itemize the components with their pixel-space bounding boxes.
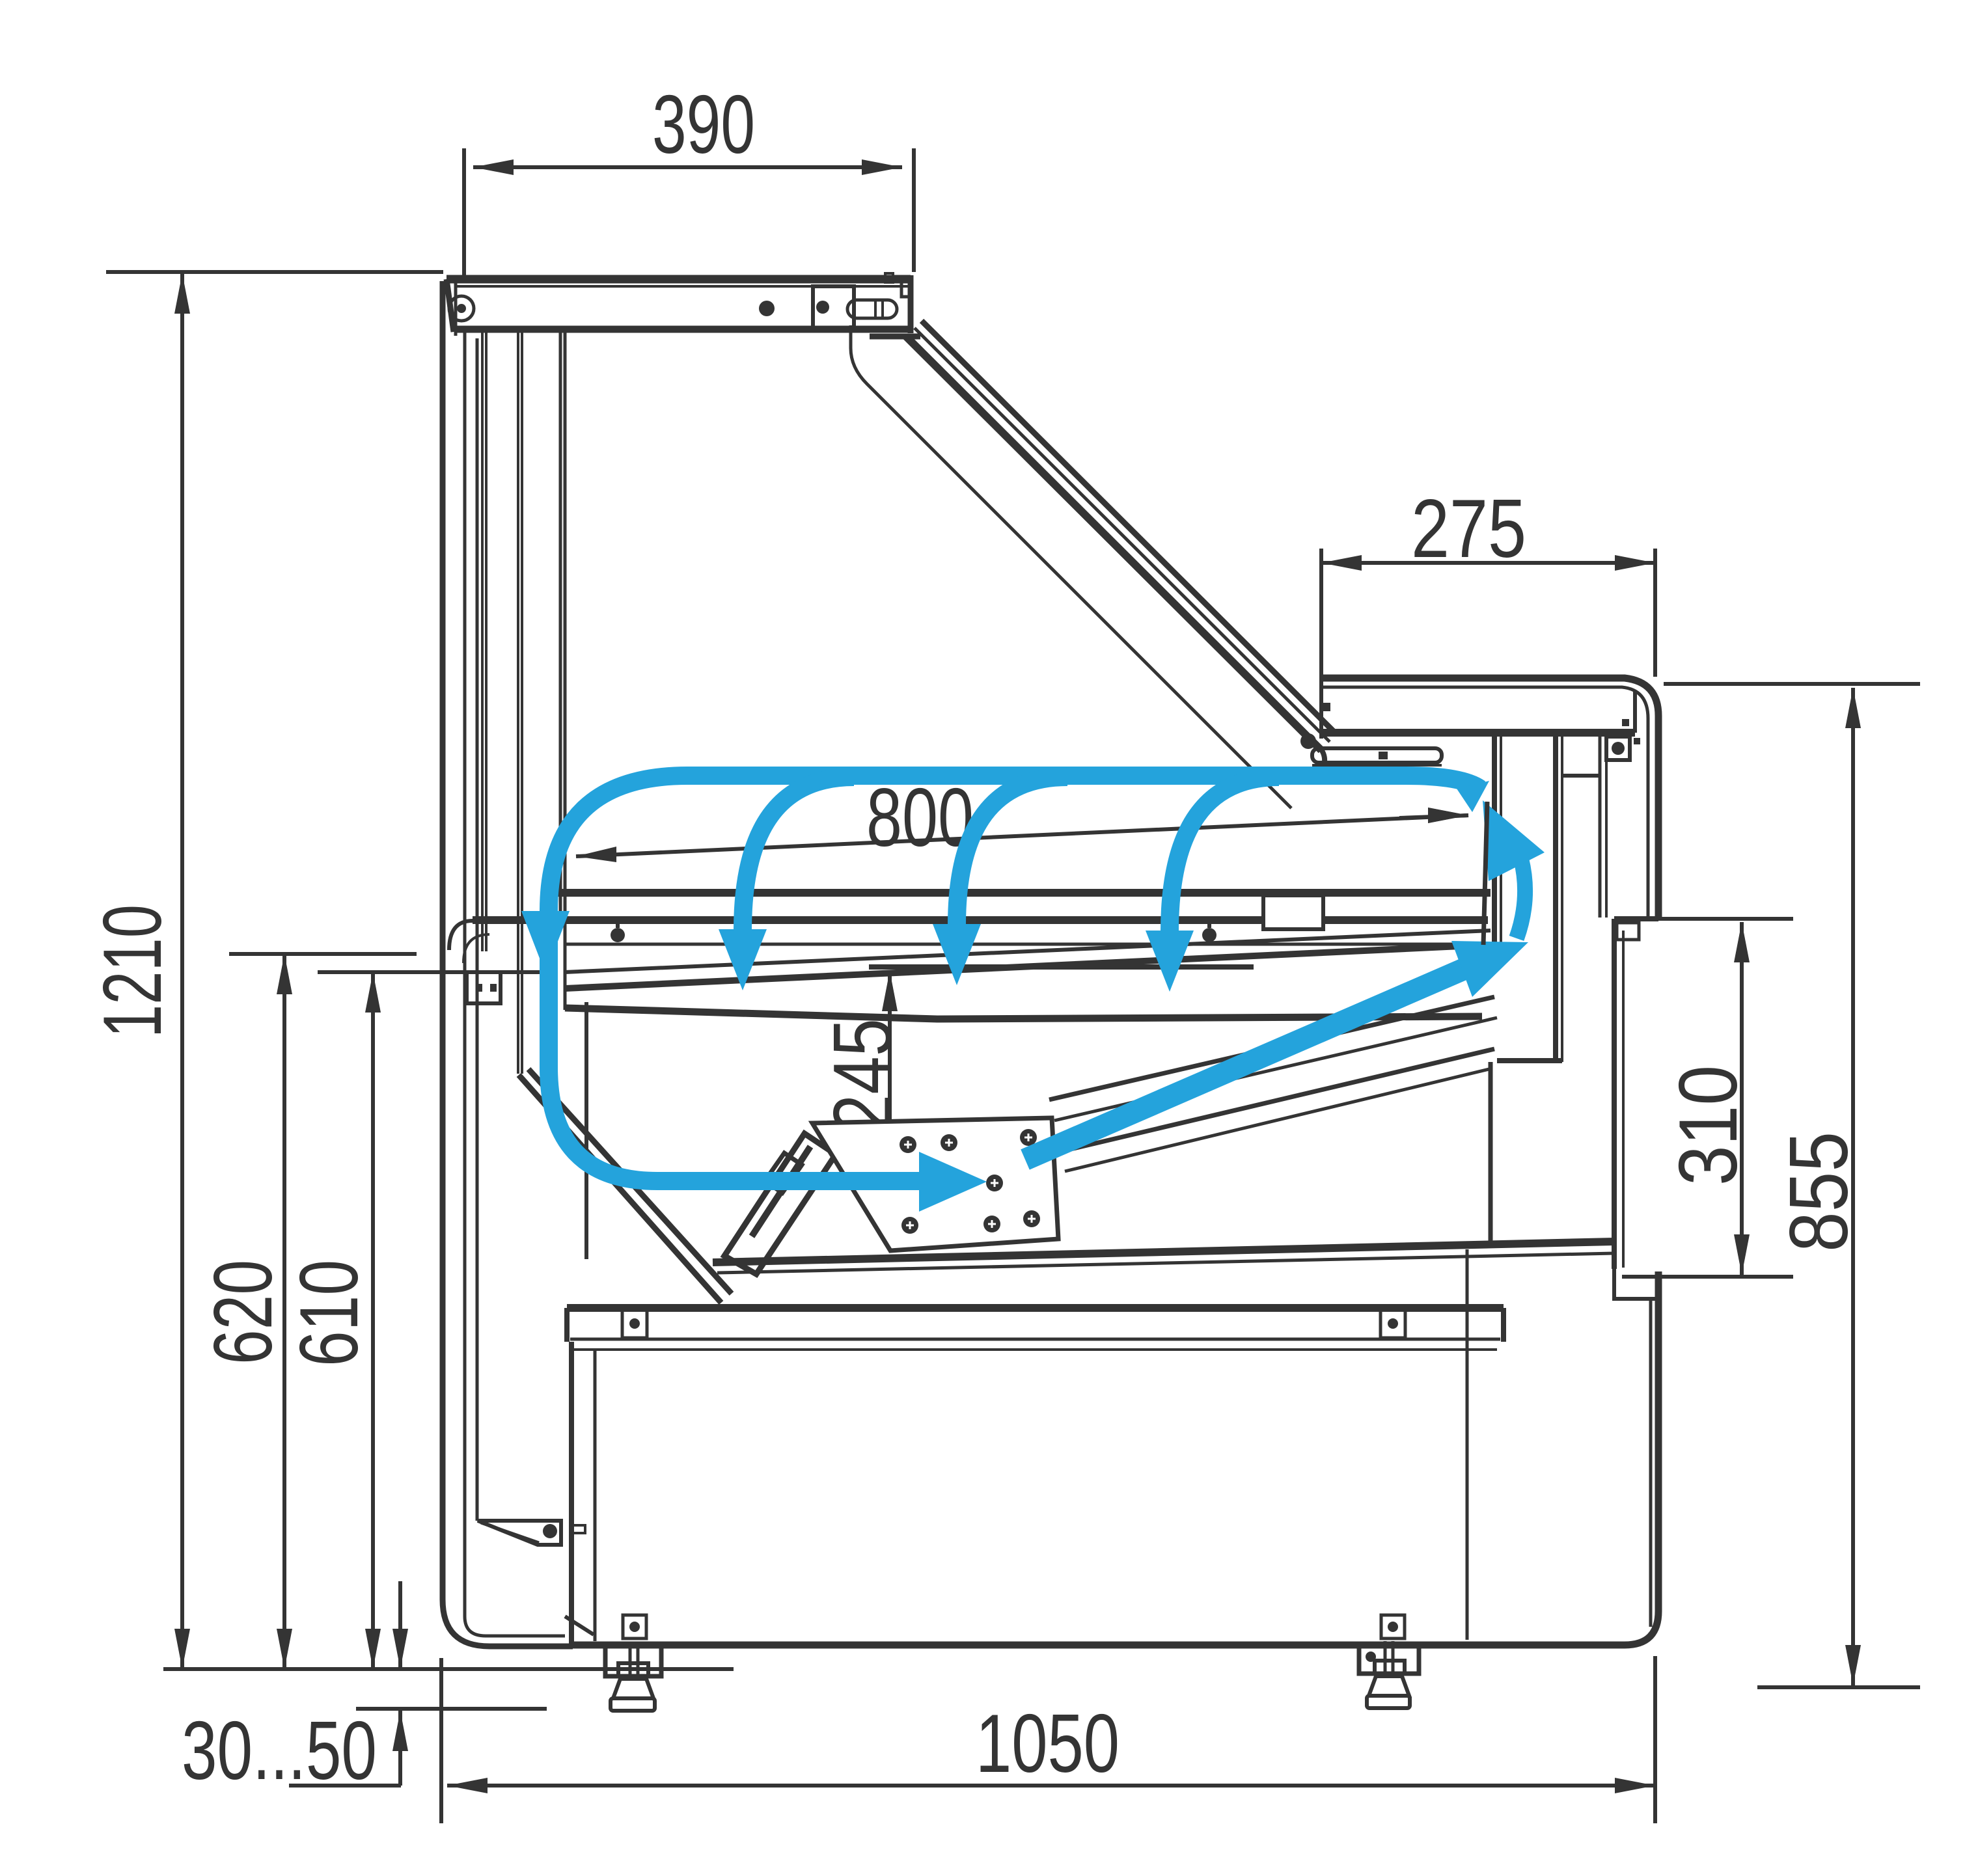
svg-text:620: 620: [197, 1260, 289, 1365]
svg-text:800: 800: [866, 771, 974, 863]
svg-text:610: 610: [282, 1260, 375, 1366]
svg-text:275: 275: [1411, 482, 1526, 575]
svg-text:390: 390: [652, 78, 755, 170]
svg-text:310: 310: [1662, 1065, 1754, 1186]
svg-text:855: 855: [1772, 1132, 1865, 1252]
svg-text:1210: 1210: [86, 904, 178, 1038]
svg-text:30...50: 30...50: [182, 1704, 377, 1797]
svg-text:245: 245: [816, 1018, 909, 1132]
svg-text:1050: 1050: [976, 1697, 1120, 1789]
